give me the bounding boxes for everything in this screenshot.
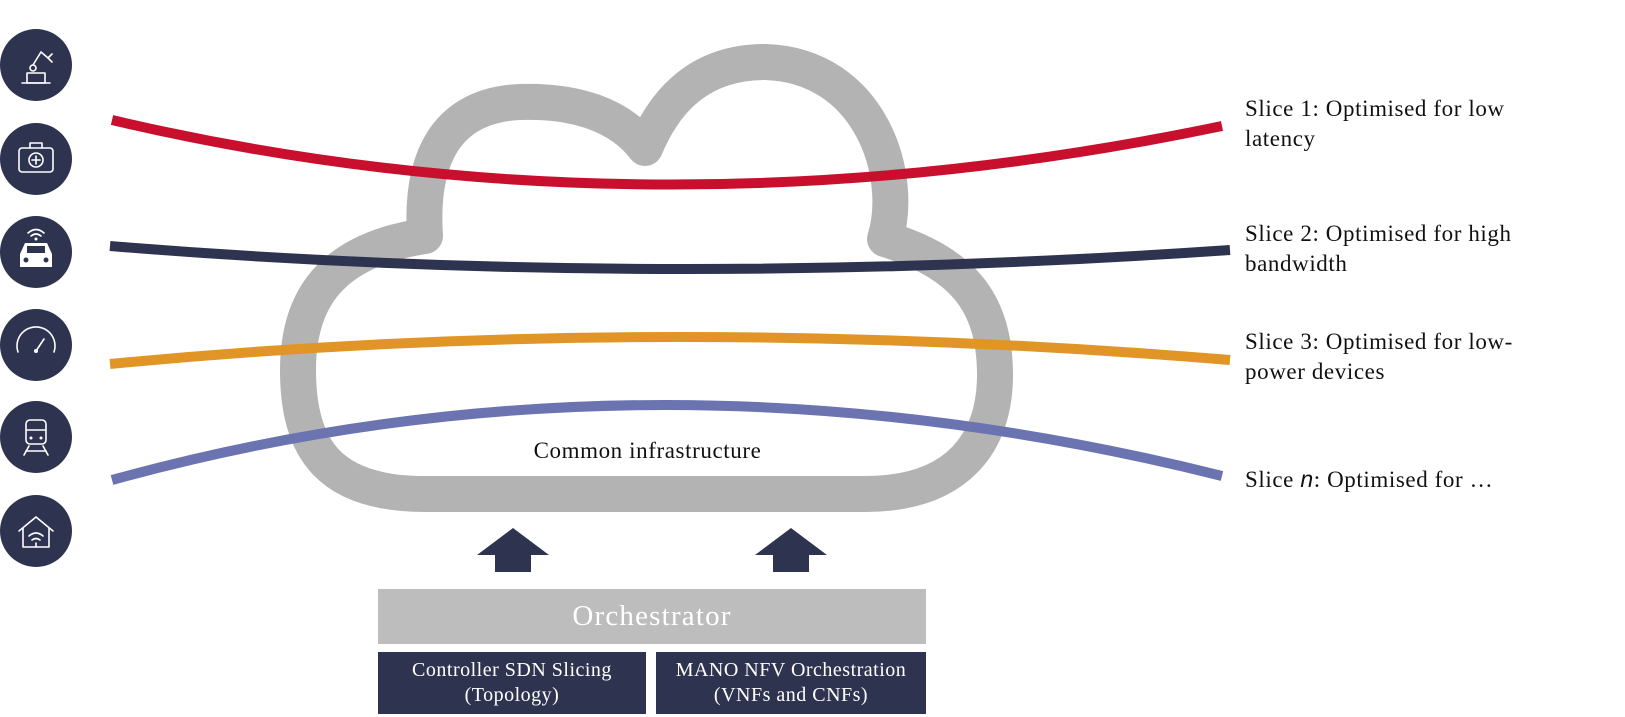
slice-3-label: Slice 3: Optimised for low- power device… (1245, 327, 1575, 387)
sdn-controller-box: Controller SDN Slicing (Topology) (378, 652, 646, 714)
slice-1-label: Slice 1: Optimised for low latency (1245, 94, 1575, 154)
slice-n-label: Slice n: Optimised for … (1245, 464, 1575, 495)
medical-kit-icon (0, 123, 72, 195)
speedometer-icon (0, 309, 72, 381)
slice-2-label-line2: bandwidth (1245, 251, 1348, 276)
arrow-up-icon (755, 528, 827, 572)
common-infrastructure-label: Common infrastructure (533, 438, 762, 463)
slice-3-line (109, 331, 1231, 369)
slice-1-label-line2: latency (1245, 126, 1316, 151)
slice-2-label: Slice 2: Optimised for high bandwidth (1245, 219, 1575, 279)
slice-1-label-line1: Slice 1: Optimised for low (1245, 96, 1505, 121)
connected-car-icon (0, 216, 72, 288)
common-infrastructure-cloud (280, 44, 1013, 512)
mano-nfv-box: MANO NFV Orchestration (VNFs and CNFs) (656, 652, 926, 714)
slice-2-line (109, 241, 1231, 275)
train-icon (0, 401, 72, 473)
sdn-controller-line2: (Topology) (464, 684, 560, 706)
slice-n-label-prefix: Slice (1245, 467, 1301, 492)
slice-1-line (110, 115, 1224, 190)
slice-n-line (110, 400, 1224, 485)
arrow-up-icon (477, 528, 549, 572)
slice-3-label-line2: power devices (1245, 359, 1385, 384)
slice-3-label-line1: Slice 3: Optimised for low- (1245, 329, 1513, 354)
smart-home-icon (0, 495, 72, 567)
orchestrator-label: Orchestrator (572, 600, 732, 632)
sdn-controller-line1: Controller SDN Slicing (412, 659, 612, 681)
robot-arm-icon (0, 29, 72, 101)
slice-2-label-line1: Slice 2: Optimised for high (1245, 221, 1512, 246)
orchestrator-box: Orchestrator (378, 589, 926, 644)
slice-n-label-suffix: : Optimised for … (1313, 467, 1494, 492)
slice-n-label-variable: n (1300, 466, 1314, 492)
mano-nfv-line2: (VNFs and CNFs) (713, 684, 869, 706)
mano-nfv-line1: MANO NFV Orchestration (675, 659, 907, 681)
